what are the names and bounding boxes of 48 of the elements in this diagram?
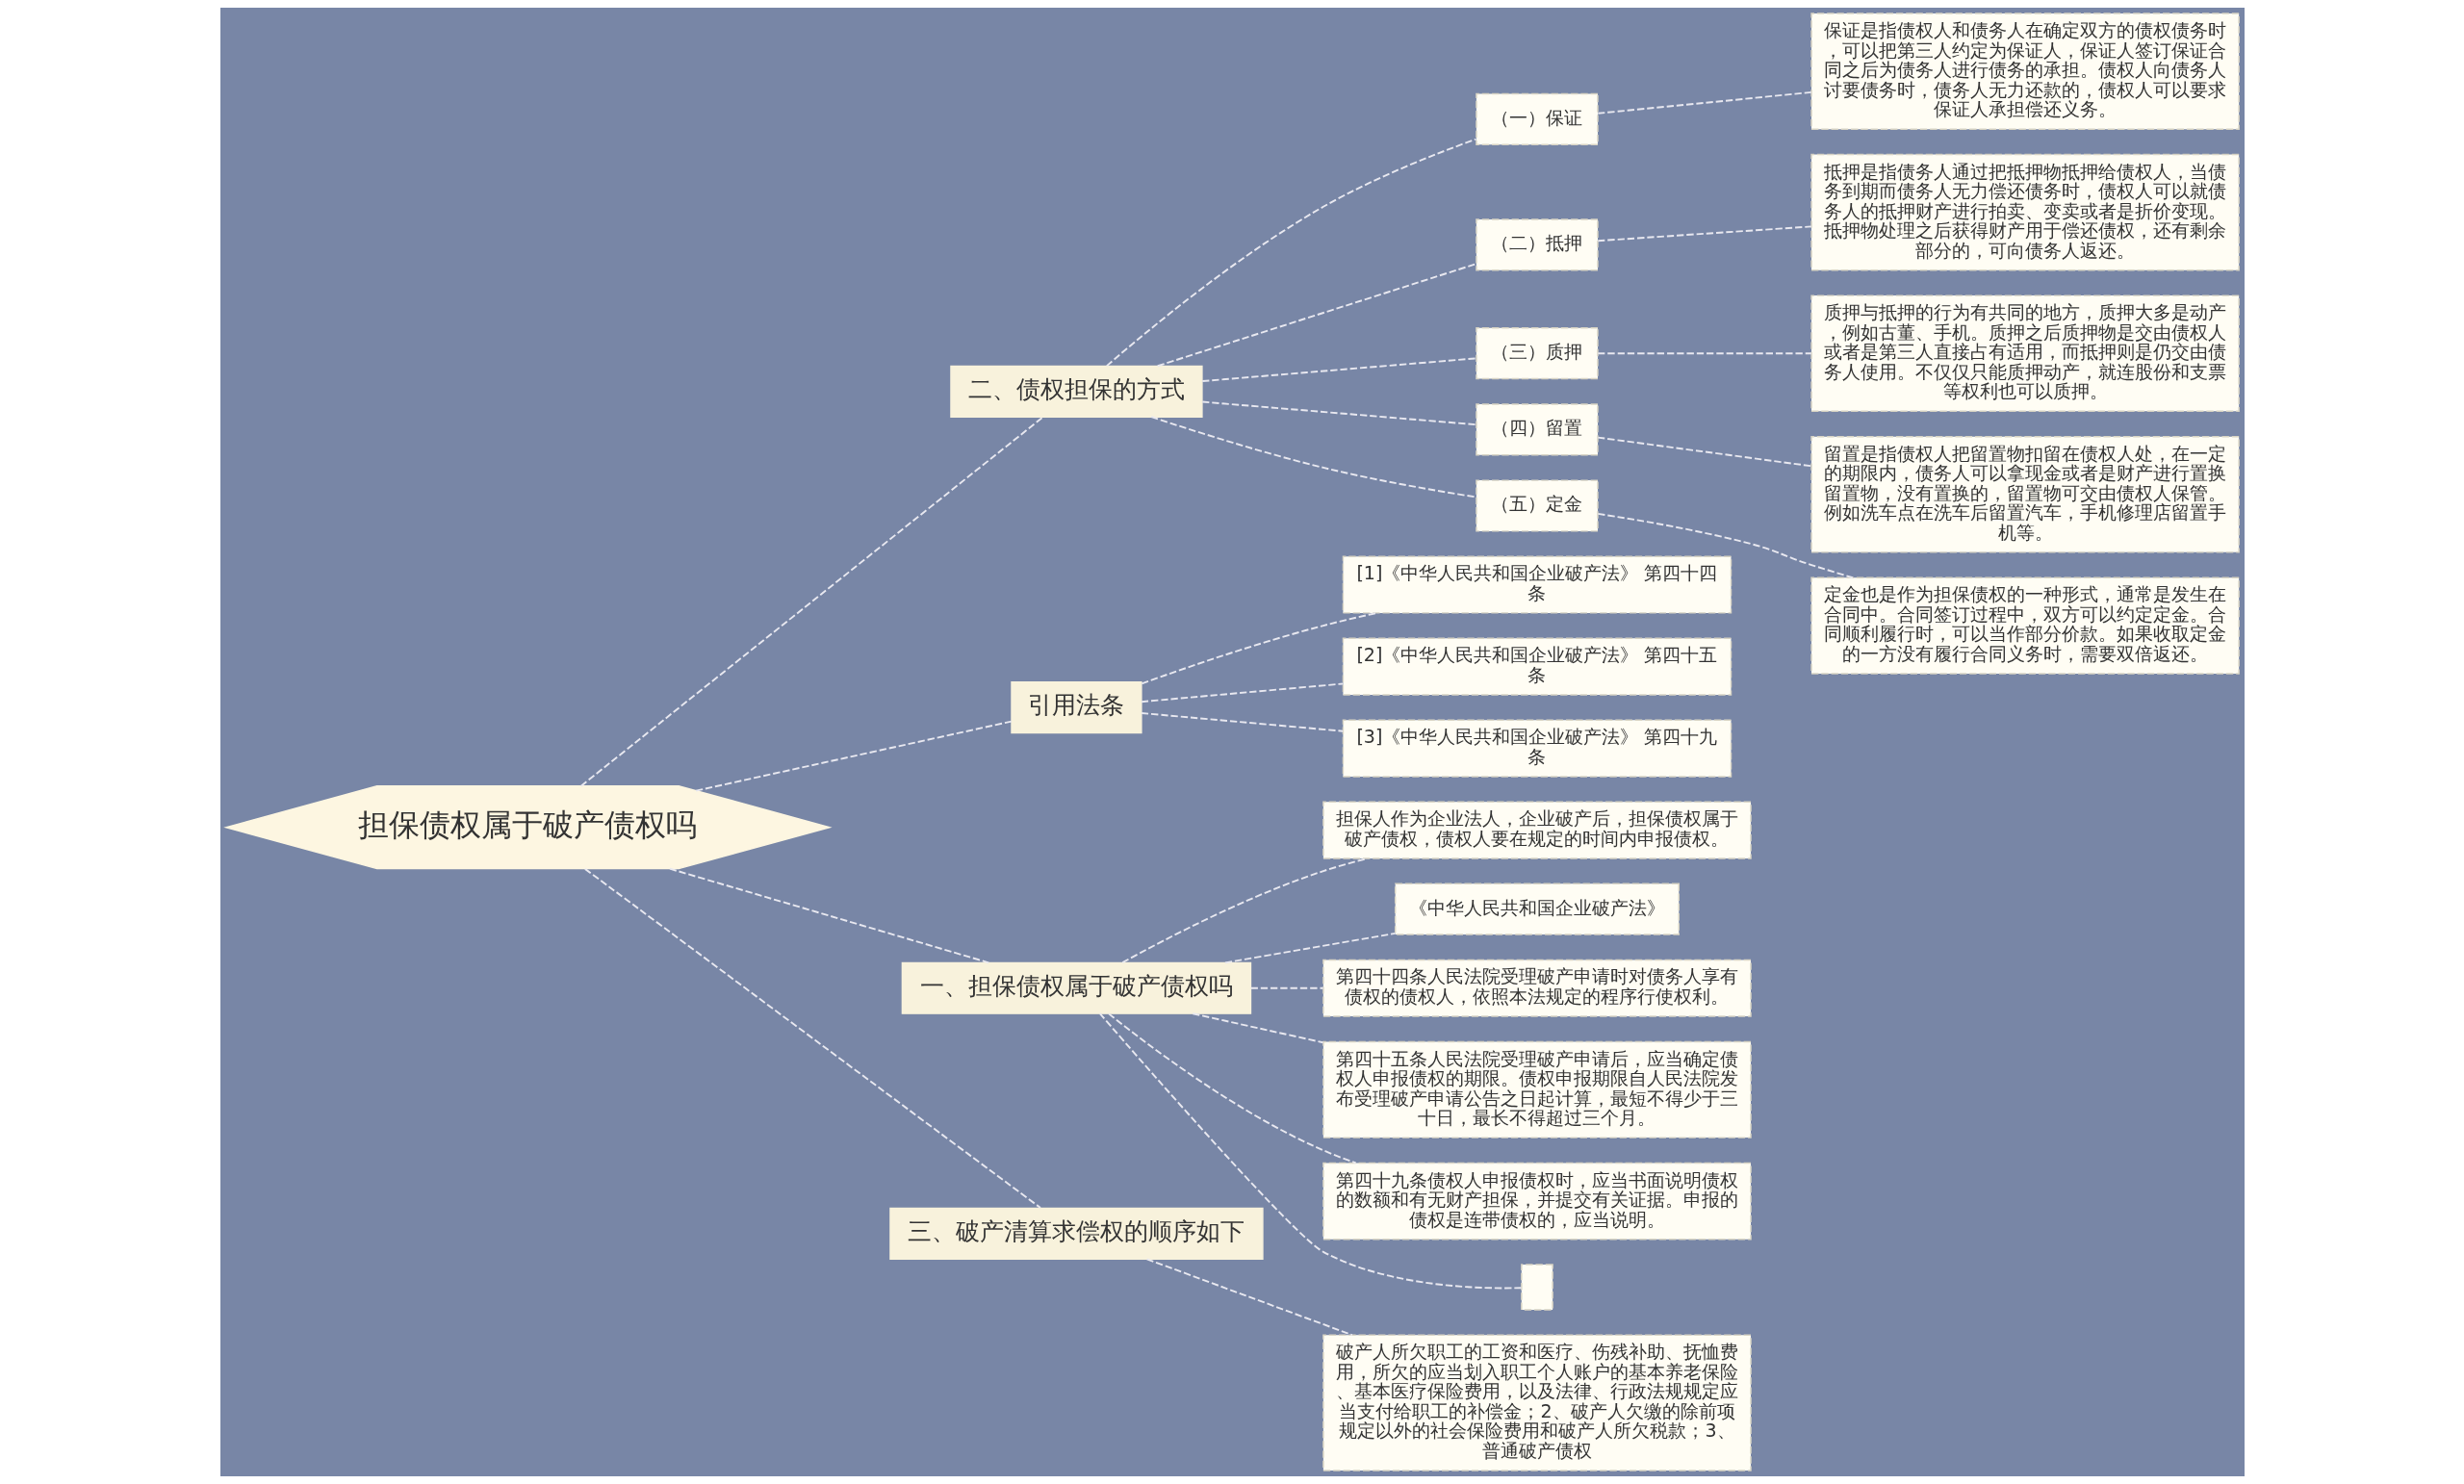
node-box: （三）质押 — [1475, 327, 1599, 380]
node-box: 第四十四条人民法院受理破产申请时对债务人享有债权的债权人，依照本法规定的程序行使权利。 — [1322, 959, 1752, 1017]
node-box: 担保人作为企业法人，企业破产后，担保债权属于破产债权，债权人要在规定的时间内申报债权。 — [1322, 801, 1752, 859]
connector — [1098, 1012, 1522, 1290]
connector — [1156, 263, 1476, 368]
node-box: 二、债权担保的方式 — [949, 365, 1203, 418]
node-box: 质押与抵押的行为有共同的地方，质押大多是动产，例如古董、手机。质押之后质押物是交由债权人或者是第三人直接占有适用，而抵押则是仍交由债务人使用。不仅仅只能质押动产，就连股份和支票等权利也可以质押。 — [1810, 294, 2240, 413]
node-box: 破产人所欠职工的工资和医疗、伤残补助、抚恤费用，所欠的应当划入职工个人账户的基本养老保险、基本医疗保险费用，以及法律、行政法规规定应当支付给职工的补偿金；2、破产人欠缴的除前项规定以外的社会保险费用和破产人所欠税款；3、普通破产债权 — [1322, 1334, 1752, 1471]
connector — [1200, 400, 1477, 426]
node-box: （四）留置 — [1475, 403, 1599, 456]
node-box: 保证是指债权人和债务人在确定双方的债权债务时，可以把第三人约定为保证人，保证人签订保证合同之后为债务人进行债务的承担。债权人向债务人讨要债务时，债务人无力还款的，债权人可以要求保证人承担偿还义务。 — [1810, 13, 2240, 130]
connector — [1145, 1258, 1353, 1337]
connector — [1249, 986, 1324, 989]
connector — [579, 416, 1044, 787]
node-box: [2]《中华人民共和国企业破产法》 第四十五条 — [1342, 637, 1732, 696]
connector — [1200, 357, 1477, 382]
connector — [1596, 352, 1812, 355]
node-box: 一、担保债权属于破产债权吗 — [901, 961, 1251, 1014]
node-box: 《中华人民共和国企业破产法》 — [1394, 883, 1680, 935]
node-box: 三、破产清算求偿权的顺序如下 — [888, 1207, 1264, 1260]
connector — [1140, 682, 1344, 704]
node-box: 第四十九条债权人申报债权时，应当书面说明债权的数额和有无财产担保，并提交有关证据。申报的债权是连带债权的，应当说明。 — [1322, 1162, 1752, 1241]
connector — [1107, 1012, 1357, 1164]
node-box: （五）定金 — [1475, 479, 1599, 532]
connector — [1105, 138, 1477, 368]
node-box: 留置是指债权人把留置物扣留在债权人处，在一定的期限内，债务人可以拿现金或者是财产进行置换留置物，没有置换的，留置物可交由债权人保管。例如洗车点在洗车后留置汽车，手机修理店留置手机等。 — [1810, 435, 2240, 553]
connector — [694, 720, 1013, 792]
node-box: 引用法条 — [1010, 680, 1142, 734]
connector — [1596, 90, 1812, 115]
connector — [583, 867, 1041, 1209]
connector — [1596, 436, 1812, 468]
connector — [1223, 932, 1397, 964]
connector — [1596, 512, 1854, 579]
connector — [1191, 1012, 1323, 1044]
connector — [1140, 611, 1377, 685]
node-box: [1]《中华人民共和国企业破产法》 第四十四条 — [1342, 555, 1732, 614]
node-box: 第四十五条人民法院受理破产申请后，应当确定债权人申报债权的期限。债权申报期限自人民法院发布受理破产申请公告之日起计算，最短不得少于三十日，最长不得超过三个月。 — [1322, 1040, 1752, 1139]
connector — [1140, 712, 1344, 732]
connector — [1149, 416, 1477, 499]
connector — [1120, 857, 1368, 964]
node-box: （二）抵押 — [1475, 218, 1599, 271]
node-box: 抵押是指债务人通过把抵押物抵押给债权人，当债务到期而债务人无力偿还债务时，债权人可以就债务人的抵押财产进行拍卖、变卖或者是折价变现。抵押物处理之后获得财产用于偿还债权，还有剩余部分的，可向债务人返还。 — [1810, 153, 2240, 271]
node-box: [3]《中华人民共和国企业破产法》 第四十九条 — [1342, 719, 1732, 778]
connector — [1596, 225, 1812, 243]
node-box: （一）保证 — [1475, 92, 1599, 146]
connector — [668, 867, 989, 964]
node-box: 定金也是作为担保债权的一种形式，通常是发生在合同中。合同签订过程中，双方可以约定定金。合同顺利履行时，可以当作部分价款。如果收取定金的一方没有履行合同义务时，需要双倍返还。 — [1810, 576, 2240, 675]
node-box — [1520, 1264, 1553, 1311]
